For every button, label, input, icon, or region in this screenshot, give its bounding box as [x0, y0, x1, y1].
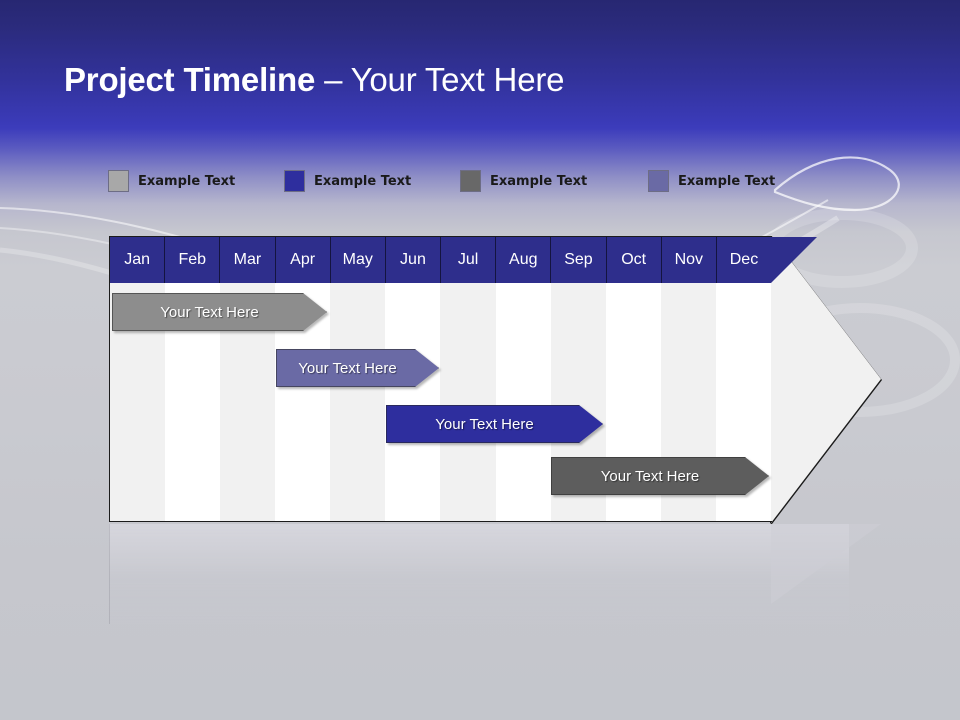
- legend-item-label: Example Text: [314, 173, 412, 189]
- legend-swatch-icon: [108, 170, 129, 192]
- page-title-bold: Project Timeline: [64, 61, 316, 98]
- month-header-cell[interactable]: Oct: [606, 237, 662, 283]
- month-header-cell[interactable]: Dec: [716, 237, 772, 283]
- gantt-chart: Jan Feb Mar Apr May Jun Jul Aug Sep Oct …: [109, 235, 881, 523]
- page-title: Project Timeline – Your Text Here: [64, 58, 564, 102]
- legend-item[interactable]: Example Text: [460, 166, 587, 196]
- month-column: [495, 237, 551, 521]
- legend-item[interactable]: Example Text: [108, 166, 235, 196]
- task-bar-shape: [386, 405, 603, 443]
- month-column: [165, 237, 221, 521]
- month-column: [440, 237, 496, 521]
- month-header-cell[interactable]: Nov: [661, 237, 717, 283]
- task-bar[interactable]: Your Text Here: [112, 293, 327, 331]
- legend-item-label: Example Text: [490, 173, 588, 189]
- task-bar-label: Your Text Here: [435, 415, 534, 433]
- legend-swatch-icon: [284, 170, 305, 192]
- task-bar[interactable]: Your Text Here: [276, 349, 439, 387]
- legend-item-label: Example Text: [138, 173, 236, 189]
- chart-reflection: [109, 524, 849, 624]
- month-header-cell[interactable]: Mar: [220, 237, 276, 283]
- timeline-arrow-tip-icon: [771, 235, 881, 523]
- legend-item-label: Example Text: [678, 173, 776, 189]
- month-header-cell[interactable]: Sep: [551, 237, 607, 283]
- legend-swatch-icon: [460, 170, 481, 192]
- month-header-cell[interactable]: Jul: [441, 237, 497, 283]
- month-header-cell[interactable]: May: [330, 237, 386, 283]
- task-bar-label: Your Text Here: [160, 303, 259, 321]
- chart-reflection-tip: [771, 524, 881, 604]
- month-header-cell[interactable]: Aug: [496, 237, 552, 283]
- task-bar[interactable]: Your Text Here: [551, 457, 769, 495]
- task-bar-shape: [112, 293, 327, 331]
- task-bar-shape: [276, 349, 439, 387]
- month-header-cell[interactable]: Apr: [275, 237, 331, 283]
- month-header-row: Jan Feb Mar Apr May Jun Jul Aug Sep Oct …: [110, 237, 772, 283]
- legend: Example Text Example Text Example Text E…: [108, 166, 828, 196]
- legend-item[interactable]: Example Text: [284, 166, 411, 196]
- legend-swatch-icon: [648, 170, 669, 192]
- month-header-cell[interactable]: Jan: [110, 237, 166, 283]
- month-header-wedge: [771, 237, 817, 283]
- month-header-cell[interactable]: Feb: [165, 237, 221, 283]
- month-header-cell[interactable]: Jun: [385, 237, 442, 283]
- month-column: [220, 237, 276, 521]
- task-bar[interactable]: Your Text Here: [386, 405, 603, 443]
- task-bar-shape: [551, 457, 769, 495]
- task-bar-label: Your Text Here: [298, 359, 397, 377]
- legend-item[interactable]: Example Text: [648, 166, 775, 196]
- month-column: [110, 237, 166, 521]
- task-bar-label: Your Text Here: [600, 467, 700, 485]
- page-title-rest: – Your Text Here: [315, 61, 565, 98]
